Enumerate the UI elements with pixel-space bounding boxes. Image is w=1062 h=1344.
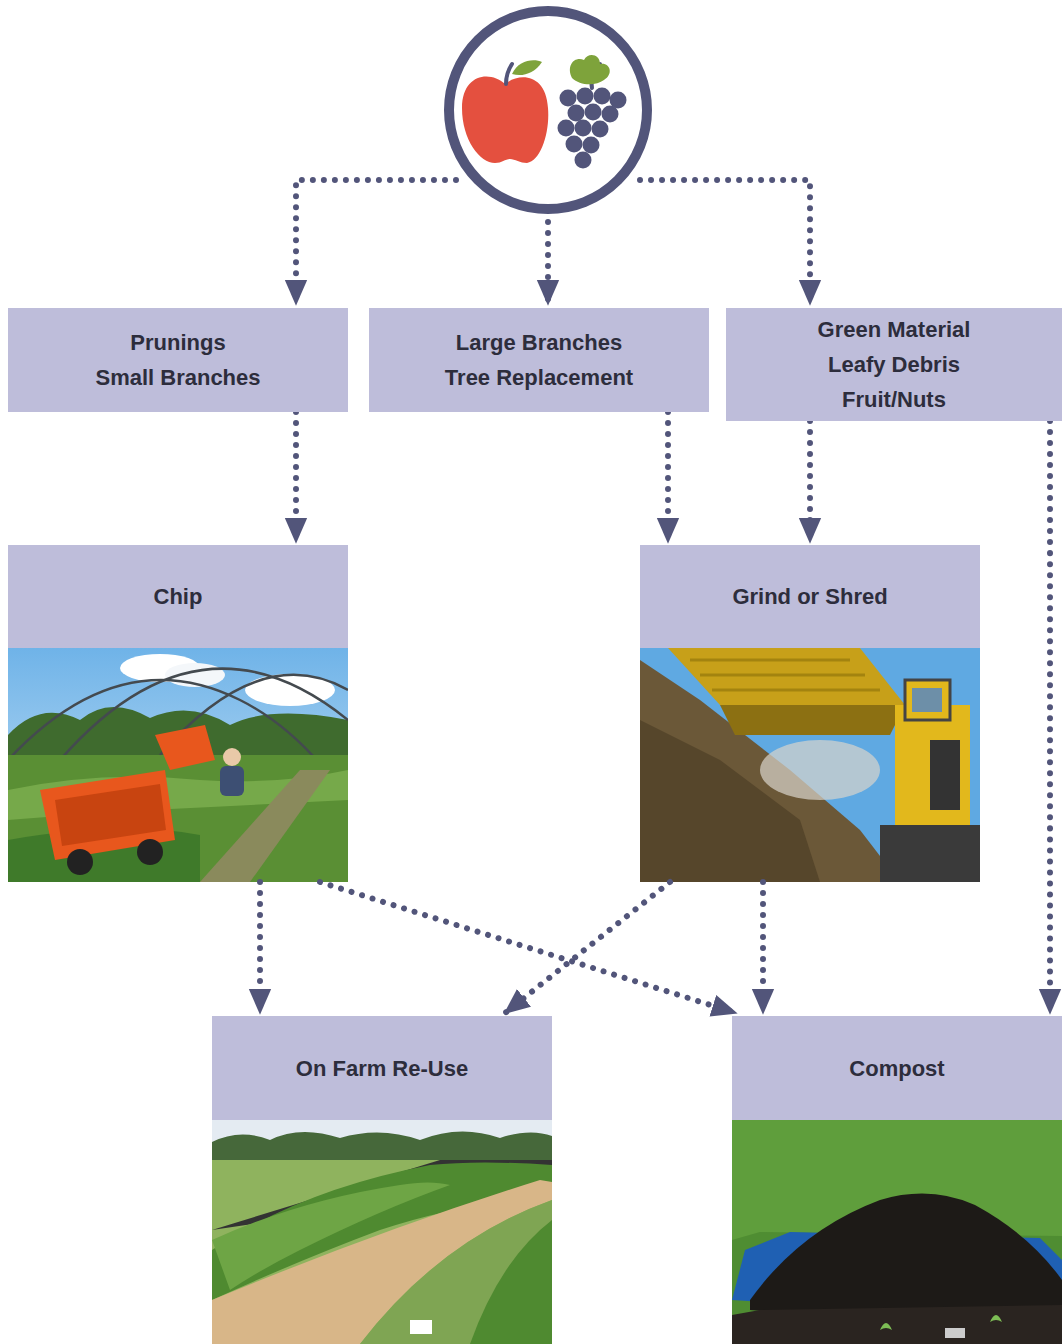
- icon-arrow: [545, 222, 551, 304]
- flow-arrow: [665, 412, 671, 542]
- box-label: Leafy Debris: [828, 347, 960, 382]
- grape: [575, 120, 592, 137]
- box-label: Green Material: [818, 312, 971, 347]
- box-label: Small Branches: [95, 360, 260, 395]
- box-label: Tree Replacement: [445, 360, 633, 395]
- box-label: On Farm Re-Use: [296, 1051, 468, 1086]
- bush-row: [470, 1220, 552, 1344]
- worker-head: [223, 748, 241, 766]
- grape-leaf: [570, 55, 610, 84]
- chipper-wheel: [67, 849, 93, 875]
- plant-label: [410, 1320, 432, 1334]
- grape: [560, 90, 577, 107]
- grinder-cab: [905, 680, 950, 720]
- grass: [732, 1120, 1062, 1344]
- sky: [8, 648, 348, 882]
- outcome-box: Compost: [732, 1016, 1062, 1344]
- apple-stem: [506, 64, 512, 84]
- box-label: Chip: [154, 579, 203, 614]
- flow-arrow: [293, 412, 299, 542]
- chipper-photo: [8, 648, 348, 882]
- bushes: [8, 755, 348, 882]
- grass: [212, 1160, 552, 1344]
- sky: [212, 1120, 552, 1344]
- mulched-rows-photo: [212, 1120, 552, 1344]
- sky: [640, 648, 980, 882]
- chipper-chute: [155, 725, 215, 770]
- flow-arrow: [1047, 421, 1053, 1013]
- chipper-hopper-inside: [55, 784, 166, 846]
- outcome-box: On Farm Re-Use: [212, 1016, 552, 1344]
- grape: [577, 88, 594, 105]
- mulch-path: [212, 1180, 552, 1344]
- box-label: Grind or Shred: [732, 579, 887, 614]
- icon-ring: [449, 11, 647, 209]
- conveyor-side: [720, 705, 905, 735]
- compost-photo: [732, 1120, 1062, 1344]
- label-band: Chip: [8, 545, 348, 648]
- grinder-body: [895, 705, 970, 825]
- grinder-photo: [640, 648, 980, 882]
- label-band: Large BranchesTree Replacement: [369, 308, 709, 412]
- source-box: Large BranchesTree Replacement: [369, 308, 709, 412]
- source-box: Green MaterialLeafy DebrisFruit/Nuts: [726, 308, 1062, 421]
- grinder-panel: [930, 740, 960, 810]
- conveyor-ribs: [690, 660, 880, 690]
- dust: [760, 740, 880, 800]
- flow-arrow: [807, 421, 813, 542]
- edge-group: [260, 412, 1050, 1013]
- grape: [568, 105, 585, 122]
- grape: [583, 137, 600, 154]
- box-label: Compost: [849, 1051, 944, 1086]
- label-band: Grind or Shred: [640, 545, 980, 648]
- label-band: Compost: [732, 1016, 1062, 1120]
- label-band: PruningsSmall Branches: [8, 308, 348, 412]
- worker-body: [220, 766, 244, 796]
- soil-bed: [732, 1305, 1062, 1344]
- grape: [594, 88, 611, 105]
- grinder-tracks: [880, 825, 980, 882]
- conveyor: [668, 648, 905, 705]
- process-box: Grind or Shred: [640, 545, 980, 882]
- chipper-wheel: [137, 839, 163, 865]
- seedling: [880, 1323, 892, 1330]
- fruit-icon: [449, 11, 647, 209]
- grape: [602, 106, 619, 123]
- icon-arrow: [296, 180, 456, 304]
- flow-arrow: [505, 882, 670, 1013]
- source-box: PruningsSmall Branches: [8, 308, 348, 412]
- icon-arrows: [296, 180, 810, 304]
- grape-cluster: [558, 88, 627, 169]
- grape: [575, 152, 592, 169]
- apple-leaf: [512, 60, 542, 75]
- label-band: Green MaterialLeafy DebrisFruit/Nuts: [726, 308, 1062, 421]
- grass: [360, 1200, 552, 1344]
- tree-line: [212, 1131, 552, 1162]
- flow-arrow: [257, 882, 263, 1013]
- grape: [592, 121, 609, 138]
- grape: [585, 104, 602, 121]
- box-label: Fruit/Nuts: [842, 382, 946, 417]
- process-box: Chip: [8, 545, 348, 882]
- stone: [945, 1328, 965, 1338]
- cab-window: [912, 688, 942, 712]
- box-label: Prunings: [130, 325, 225, 360]
- flow-arrow: [760, 882, 766, 1013]
- apple: [462, 76, 548, 163]
- icon-arrow: [640, 180, 810, 304]
- compost-pile: [750, 1194, 1062, 1315]
- grass-path: [200, 770, 330, 882]
- seedling: [990, 1315, 1002, 1322]
- grape: [566, 136, 583, 153]
- flow-arrow: [320, 882, 736, 1013]
- label-band: On Farm Re-Use: [212, 1016, 552, 1120]
- grape: [558, 120, 575, 137]
- box-label: Large Branches: [456, 325, 622, 360]
